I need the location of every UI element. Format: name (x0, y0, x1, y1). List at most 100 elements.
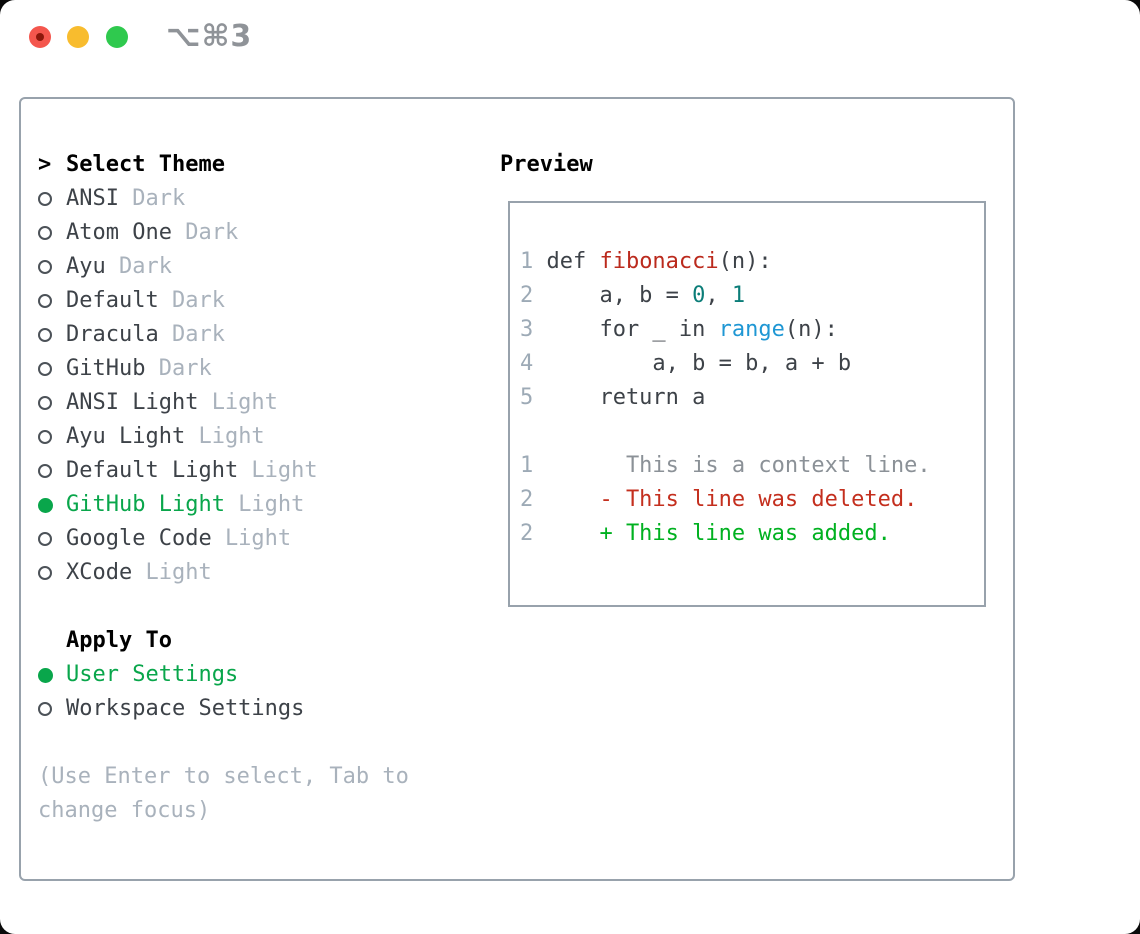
radio-icon (38, 328, 52, 342)
theme-variant-label: Light (211, 390, 278, 415)
code-token-plain: return a (546, 385, 706, 410)
theme-variant-label: Dark (158, 356, 212, 381)
preview-label: Preview (500, 152, 593, 177)
select-theme-header: > Select Theme (38, 148, 488, 182)
theme-name: Ayu Light (66, 424, 186, 449)
theme-variant-label: Light (224, 526, 292, 551)
minimize-button[interactable] (67, 26, 89, 48)
apply-to-label: Apply To (66, 628, 172, 653)
theme-option-default[interactable]: Default Dark (38, 284, 488, 318)
apply-option-workspace-settings[interactable]: Workspace Settings (38, 692, 488, 726)
code-token-builtin: range (718, 317, 785, 342)
code-token-plain: a, b = (546, 283, 693, 308)
theme-option-google-code[interactable]: Google Code Light (38, 522, 488, 556)
line-number: 2 (520, 487, 534, 512)
radio-icon (38, 464, 52, 478)
theme-option-github[interactable]: GitHub Dark (38, 352, 488, 386)
radio-selected-icon (38, 497, 53, 513)
apply-name: Workspace Settings (66, 696, 305, 721)
theme-option-atom-one[interactable]: Atom One Dark (38, 216, 488, 250)
theme-name: GitHub (66, 356, 146, 381)
theme-variant-label: Light (198, 424, 265, 449)
theme-variant-label: Dark (118, 254, 172, 279)
code-token-func: fibonacci (599, 249, 719, 274)
theme-option-ansi-light[interactable]: ANSI Light Light (38, 386, 488, 420)
title-bar: ⌥⌘3 (0, 0, 1140, 76)
keyboard-hint-line-1: (Use Enter to select, Tab to (38, 764, 409, 789)
theme-name: GitHub Light (66, 492, 225, 517)
theme-name: ANSI Light (66, 390, 199, 415)
apply-name: User Settings (66, 662, 239, 687)
theme-name: Default (66, 288, 159, 313)
code-line: 3 for _ in range(n): (520, 313, 984, 347)
radio-icon (38, 396, 52, 410)
apply-to-header: Apply To (38, 624, 488, 658)
line-number: 1 (520, 453, 534, 478)
code-line: 5 return a (520, 381, 984, 415)
theme-variant-label: Light (238, 492, 305, 517)
theme-option-ansi[interactable]: ANSI Dark (38, 182, 488, 216)
code-line: 2 - This line was deleted. (520, 483, 984, 517)
theme-option-ayu[interactable]: Ayu Dark (38, 250, 488, 284)
radio-icon (38, 430, 52, 444)
code-token-deleted: - This line was deleted. (546, 487, 918, 512)
code-line: 2 a, b = 0, 1 (520, 279, 984, 313)
line-number: 4 (520, 351, 534, 376)
code-token-context: This is a context line. (546, 453, 931, 478)
radio-icon (38, 566, 52, 580)
radio-icon (38, 226, 52, 240)
theme-name: ANSI (66, 186, 119, 211)
radio-selected-icon (38, 667, 53, 683)
spacer (38, 726, 488, 760)
theme-option-ayu-light[interactable]: Ayu Light Light (38, 420, 488, 454)
theme-option-github-light[interactable]: GitHub Light Light (38, 488, 488, 522)
code-line: 4 a, b = b, a + b (520, 347, 984, 381)
radio-icon (38, 532, 52, 546)
theme-variant-label: Light (251, 458, 318, 483)
close-button[interactable] (29, 26, 51, 48)
code-token-plain: , (705, 283, 732, 308)
apply-option-user-settings[interactable]: User Settings (38, 658, 488, 692)
line-number: 2 (520, 521, 534, 546)
theme-variant-label: Dark (171, 322, 225, 347)
theme-option-dracula[interactable]: Dracula Dark (38, 318, 488, 352)
code-token-plain: (n): (718, 249, 772, 274)
code-token-number: 1 (731, 283, 746, 308)
radio-icon (38, 260, 52, 274)
line-number: 1 (520, 249, 534, 274)
code-line: 2 + This line was added. (520, 517, 984, 551)
line-number: 3 (520, 317, 534, 342)
theme-variant-label: Dark (171, 288, 225, 313)
keyboard-hint-line-2: change focus) (38, 798, 211, 823)
theme-name: Default Light (66, 458, 239, 483)
radio-icon (38, 294, 52, 308)
zoom-button[interactable] (106, 26, 128, 48)
radio-icon (38, 192, 52, 206)
theme-variant-label: Dark (132, 186, 186, 211)
theme-option-default-light[interactable]: Default Light Light (38, 454, 488, 488)
theme-name: Dracula (66, 322, 159, 347)
theme-name: Atom One (66, 220, 172, 245)
code-token-plain: for _ in (546, 317, 719, 342)
theme-name: Ayu (66, 254, 106, 279)
spacer (38, 590, 488, 624)
prompt-icon: > (38, 152, 52, 177)
code-token-plain: a, b = b, a + b (546, 351, 852, 376)
theme-name: XCode (66, 560, 133, 585)
code-line: 1 This is a context line. (520, 449, 984, 483)
code-line (520, 415, 984, 449)
theme-name: Google Code (66, 526, 212, 551)
radio-icon (38, 702, 52, 716)
code-token-added: + This line was added. (546, 521, 891, 546)
line-number: 2 (520, 283, 534, 308)
theme-variant-label: Dark (185, 220, 239, 245)
select-theme-label: Select Theme (66, 152, 225, 177)
radio-icon (38, 362, 52, 376)
